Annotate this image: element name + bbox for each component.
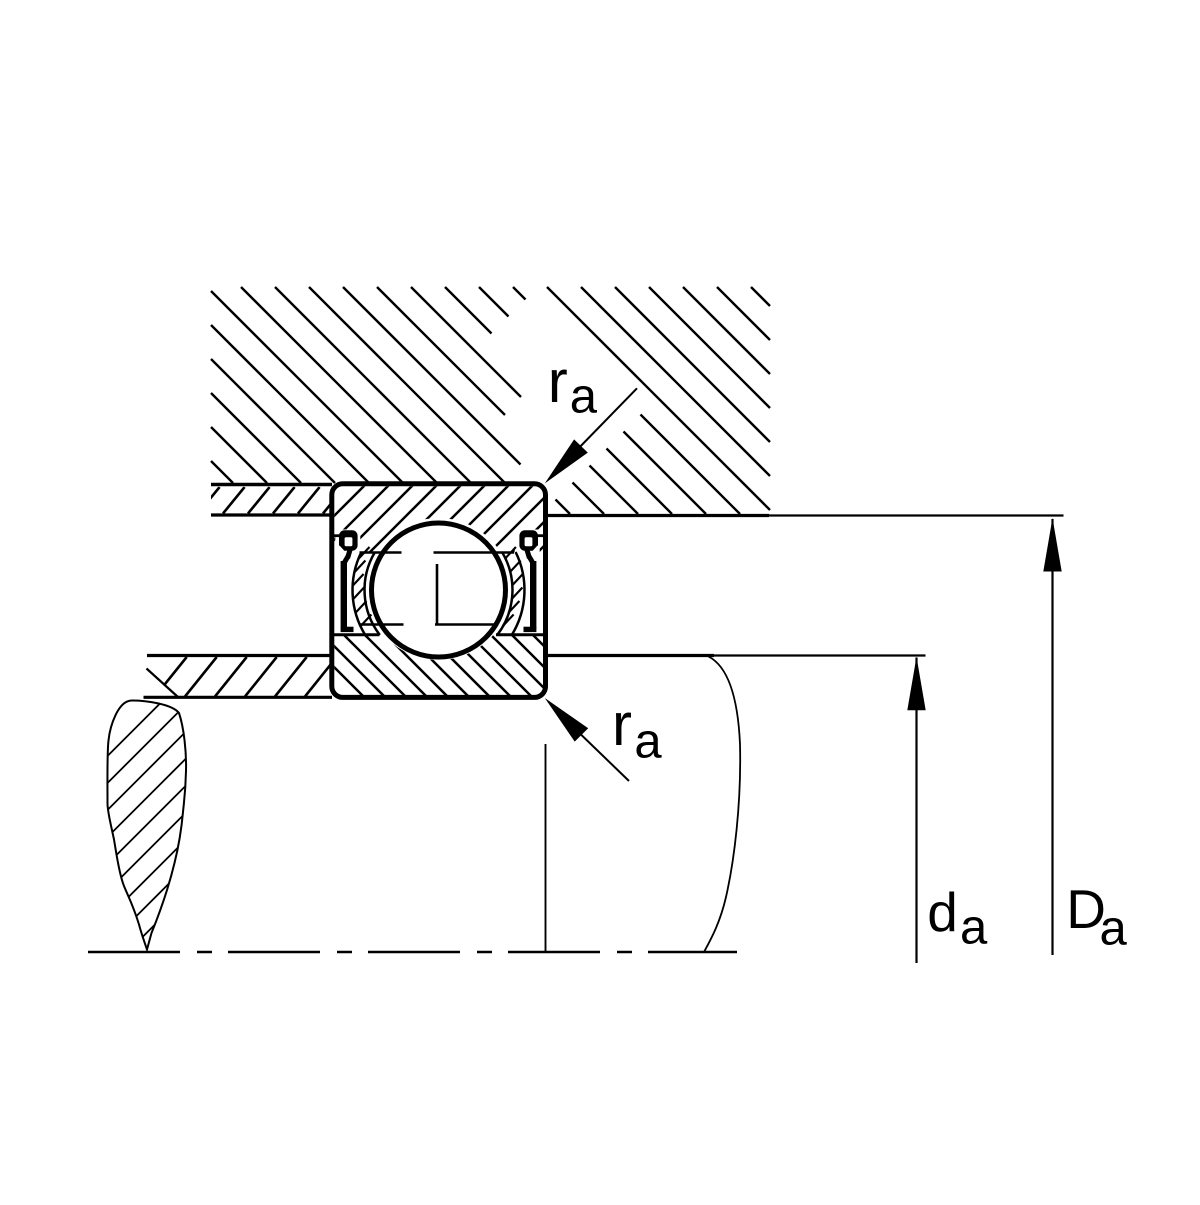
svg-text:D: D xyxy=(1066,878,1106,940)
svg-text:r: r xyxy=(548,348,568,415)
svg-text:a: a xyxy=(570,370,598,424)
svg-text:a: a xyxy=(960,901,988,955)
svg-text:d: d xyxy=(927,881,958,943)
svg-text:a: a xyxy=(634,715,662,769)
svg-text:r: r xyxy=(612,691,632,758)
svg-text:a: a xyxy=(1100,902,1128,956)
